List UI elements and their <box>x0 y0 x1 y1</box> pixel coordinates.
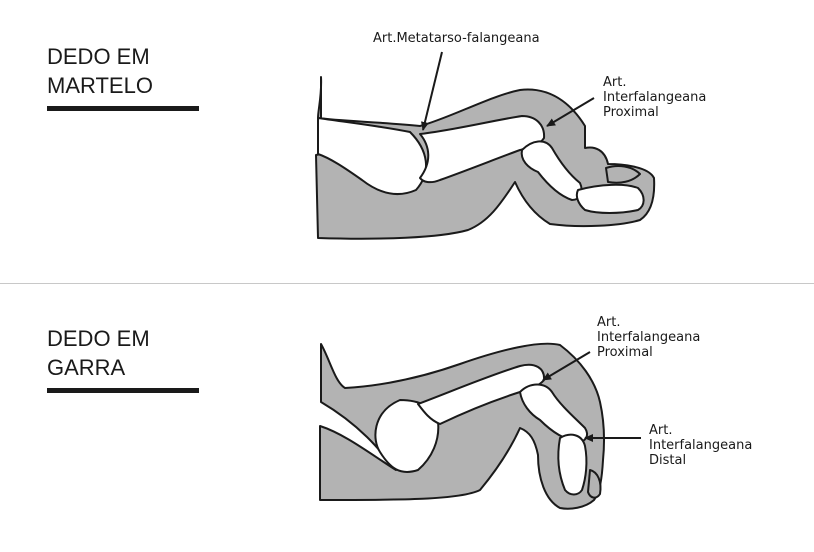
label-line: Distal <box>649 453 687 468</box>
hammer-toe-distal-phalanx <box>575 183 645 214</box>
claw-toe-title-underline <box>47 388 199 393</box>
label-line: Interfalangeana <box>603 90 707 105</box>
label-proximal-interphalangeal-joint-bottom: Art. Interfalangeana Proximal <box>597 315 700 360</box>
hammer-toe-proximal-phalanx <box>419 115 546 184</box>
label-line: Art. <box>597 315 621 330</box>
panel-divider <box>0 283 814 284</box>
claw-toe-title: DEDO EM GARRA <box>47 324 150 382</box>
label-distal-interphalangeal-joint: Art. Interfalangeana Distal <box>649 423 752 468</box>
label-line: Art. <box>649 423 673 438</box>
label-line: Interfalangeana <box>649 438 753 453</box>
hammer-toe-title-underline <box>47 106 199 111</box>
label-line: Proximal <box>603 105 659 120</box>
arrow-proximal-interphalangeal-joint-bottom <box>542 351 591 381</box>
label-proximal-interphalangeal-joint-top: Art. Interfalangeana Proximal <box>603 75 706 120</box>
hammer-toe-title: DEDO EM MARTELO <box>47 42 153 100</box>
hammer-toe-title-line2: MARTELO <box>47 73 153 98</box>
label-line: Interfalangeana <box>597 330 701 345</box>
label-line: Art. <box>603 75 627 90</box>
claw-toe-distal-phalanx <box>557 433 588 496</box>
claw-toe-title-line2: GARRA <box>47 355 126 380</box>
hammer-toe-nail <box>605 165 641 184</box>
claw-toe-nail <box>587 469 602 499</box>
hammer-toe-metatarsal <box>317 117 428 196</box>
label-metatarsophalangeal-joint: Art.Metatarso-falangeana <box>373 31 540 46</box>
arrow-proximal-interphalangeal-joint-top <box>546 97 595 127</box>
hammer-toe-illustration <box>315 51 656 240</box>
claw-toe-title-line1: DEDO EM <box>47 326 150 351</box>
arrow-metatarsophalangeal-joint <box>421 51 443 131</box>
claw-toe-illustration <box>319 342 641 510</box>
label-line: Proximal <box>597 345 653 360</box>
hammer-toe-title-line1: DEDO EM <box>47 44 150 69</box>
label-metatarsophalangeal-text: Art.Metatarso-falangeana <box>373 31 540 46</box>
